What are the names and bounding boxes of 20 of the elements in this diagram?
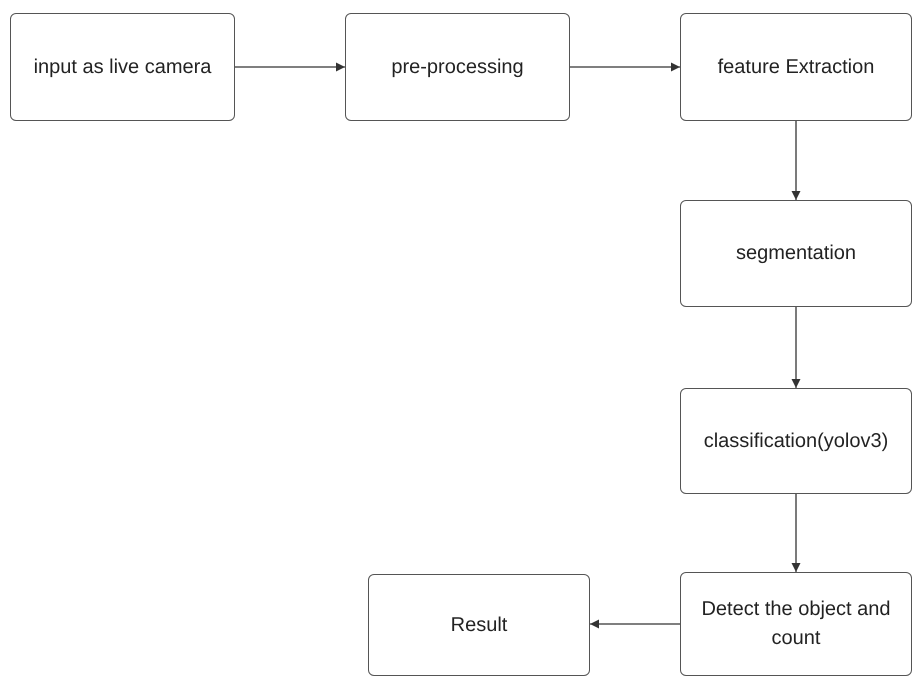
arrow: [570, 62, 680, 72]
arrow: [792, 307, 800, 388]
process-box: [345, 13, 570, 121]
process-box: [368, 574, 590, 676]
box-label: segmentation: [736, 241, 856, 266]
box-label: classification(yolov3): [704, 428, 888, 454]
arrow: [235, 62, 345, 72]
box-label: feature Extraction: [718, 54, 874, 80]
box-label: pre-processing: [391, 54, 524, 80]
box-label: input as live camera: [34, 54, 212, 80]
process-box: [680, 13, 912, 121]
process-box: [680, 388, 912, 494]
box-label: Detect the object and count: [700, 597, 892, 651]
process-box: [10, 13, 235, 121]
arrow: [590, 620, 680, 628]
process-box: [680, 200, 912, 307]
arrow: [792, 494, 800, 572]
box-label: Result: [450, 612, 508, 638]
process-box: [680, 572, 912, 676]
arrow: [792, 121, 800, 200]
